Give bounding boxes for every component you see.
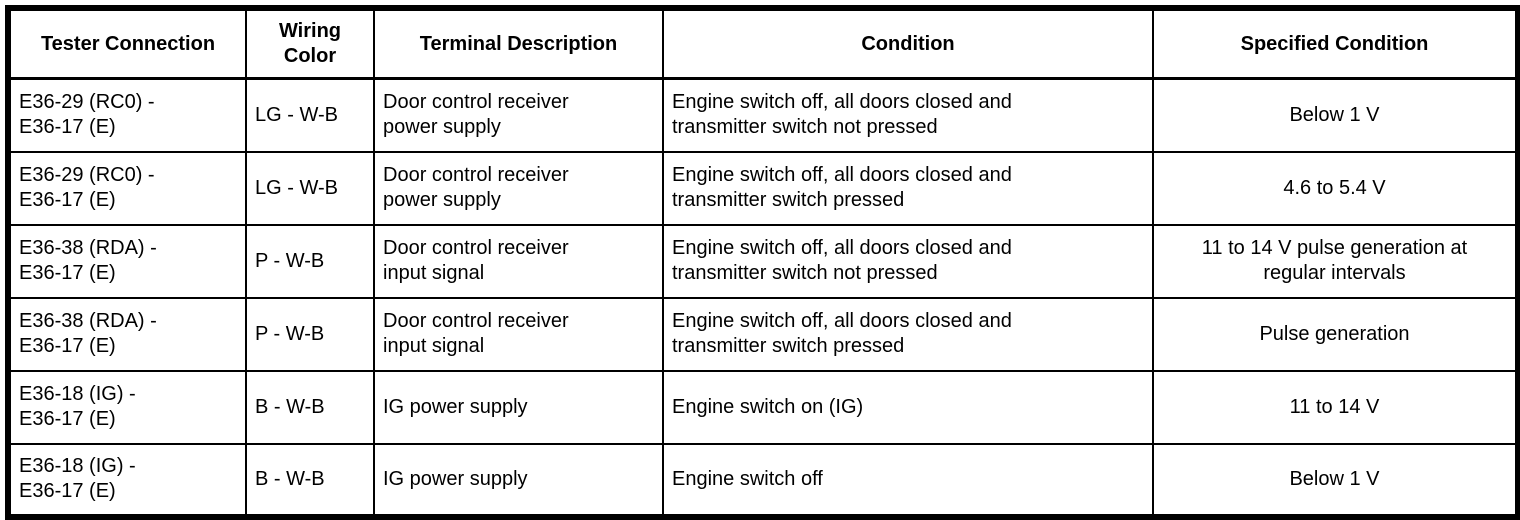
cell-specified-condition: 11 to 14 V <box>1152 369 1519 445</box>
cell-condition: Engine switch off, all doors closed and … <box>662 296 1154 372</box>
header-wiring-color: Wiring Color <box>245 7 375 80</box>
header-specified-condition: Specified Condition <box>1152 7 1519 80</box>
cell-specified-condition: Pulse generation <box>1152 296 1519 372</box>
cell-terminal-description: Door control receiver power supply <box>373 150 664 226</box>
header-condition: Condition <box>662 7 1154 80</box>
cell-specified-condition: Below 1 V <box>1152 77 1519 153</box>
cell-condition: Engine switch off, all doors closed and … <box>662 77 1154 153</box>
cell-wiring-color: B - W-B <box>245 369 375 445</box>
cell-terminal-description: Door control receiver input signal <box>373 296 664 372</box>
cell-terminal-description: Door control receiver power supply <box>373 77 664 153</box>
cell-tester-connection: E36-29 (RC0) - E36-17 (E) <box>7 150 247 226</box>
cell-terminal-description: IG power supply <box>373 442 664 518</box>
cell-wiring-color: P - W-B <box>245 296 375 372</box>
table-header-row: Tester Connection Wiring Color Terminal … <box>7 7 1519 80</box>
cell-condition: Engine switch on (IG) <box>662 369 1154 445</box>
header-tester-connection: Tester Connection <box>7 7 247 80</box>
cell-tester-connection: E36-18 (IG) - E36-17 (E) <box>7 442 247 518</box>
cell-tester-connection: E36-38 (RDA) - E36-17 (E) <box>7 223 247 299</box>
table-row: E36-38 (RDA) - E36-17 (E) P - W-B Door c… <box>7 296 1519 372</box>
cell-wiring-color: LG - W-B <box>245 77 375 153</box>
cell-tester-connection: E36-29 (RC0) - E36-17 (E) <box>7 77 247 153</box>
terminal-spec-table: Tester Connection Wiring Color Terminal … <box>5 5 1520 520</box>
cell-tester-connection: E36-38 (RDA) - E36-17 (E) <box>7 296 247 372</box>
table-row: E36-29 (RC0) - E36-17 (E) LG - W-B Door … <box>7 77 1519 153</box>
cell-wiring-color: B - W-B <box>245 442 375 518</box>
cell-specified-condition: 4.6 to 5.4 V <box>1152 150 1519 226</box>
table-row: E36-38 (RDA) - E36-17 (E) P - W-B Door c… <box>7 223 1519 299</box>
cell-tester-connection: E36-18 (IG) - E36-17 (E) <box>7 369 247 445</box>
cell-wiring-color: P - W-B <box>245 223 375 299</box>
cell-specified-condition: 11 to 14 V pulse generation at regular i… <box>1152 223 1519 299</box>
cell-wiring-color: LG - W-B <box>245 150 375 226</box>
cell-specified-condition: Below 1 V <box>1152 442 1519 518</box>
cell-terminal-description: Door control receiver input signal <box>373 223 664 299</box>
table-row: E36-29 (RC0) - E36-17 (E) LG - W-B Door … <box>7 150 1519 226</box>
header-terminal-description: Terminal Description <box>373 7 664 80</box>
table-row: E36-18 (IG) - E36-17 (E) B - W-B IG powe… <box>7 369 1519 445</box>
cell-condition: Engine switch off, all doors closed and … <box>662 223 1154 299</box>
cell-condition: Engine switch off <box>662 442 1154 518</box>
cell-terminal-description: IG power supply <box>373 369 664 445</box>
cell-condition: Engine switch off, all doors closed and … <box>662 150 1154 226</box>
table-row: E36-18 (IG) - E36-17 (E) B - W-B IG powe… <box>7 442 1519 518</box>
